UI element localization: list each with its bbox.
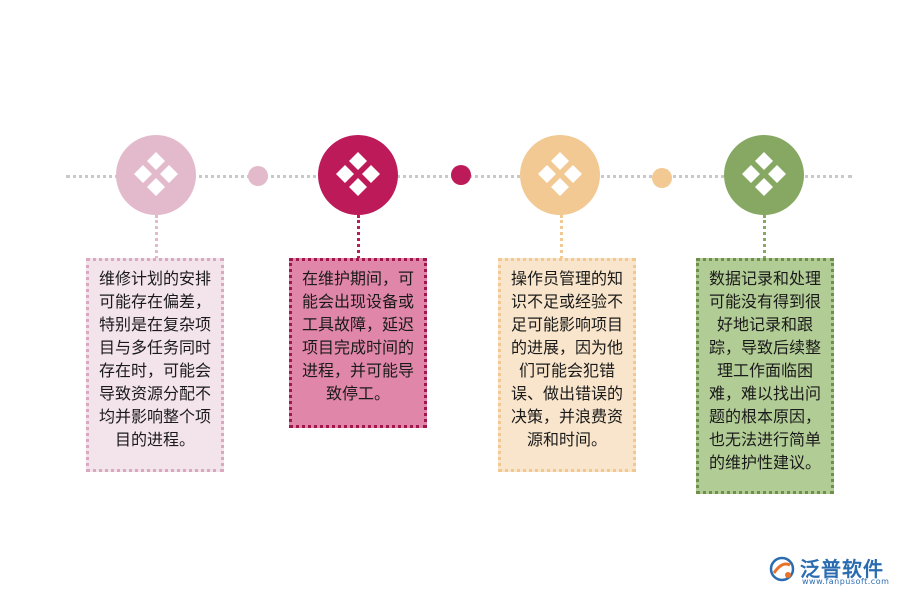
- stage-3-text: 操作员管理的知识不足或经验不足可能影响项目的进展，因为他们可能会犯错误、做出错误…: [510, 269, 623, 449]
- stage-4-card: 数据记录和处理可能没有得到很好地记录和跟踪，导致后续整理工作面临困难，难以找出问…: [696, 258, 834, 494]
- stage-3-connector: [560, 215, 563, 259]
- stage-3-card: 操作员管理的知识不足或经验不足可能影响项目的进展，因为他们可能会犯错误、做出错误…: [498, 258, 636, 472]
- timeline-dot-3: [652, 168, 672, 188]
- stage-2-circle: [318, 135, 398, 215]
- stage-3-circle: [520, 135, 600, 215]
- stage-1-connector: [155, 215, 158, 259]
- diamond-cluster-icon: [538, 152, 582, 196]
- logo-url: www.fanpusoft.com: [802, 577, 890, 586]
- fanpu-logo-icon: [769, 556, 795, 582]
- timeline-dot-2: [451, 165, 471, 185]
- diamond-cluster-icon: [134, 152, 178, 196]
- stage-2-text: 在维护期间，可能会出现设备或工具故障，延迟项目完成时间的进程，并可能导致停工。: [301, 269, 414, 403]
- stage-4-circle: [724, 135, 804, 215]
- stage-4-connector: [763, 215, 766, 259]
- stage-4-text: 数据记录和处理可能没有得到很好地记录和跟踪，导致后续整理工作面临困难，难以找出问…: [708, 269, 821, 472]
- diamond-cluster-icon: [336, 152, 380, 196]
- stage-2-card: 在维护期间，可能会出现设备或工具故障，延迟项目完成时间的进程，并可能导致停工。: [289, 258, 427, 428]
- brand-logo: 泛普软件 www.fanpusoft.com: [768, 553, 892, 589]
- stage-1-circle: [116, 135, 196, 215]
- stage-1-text: 维修计划的安排可能存在偏差，特别是在复杂项目与多任务同时存在时，可能会导致资源分…: [98, 269, 211, 449]
- timeline-dot-1: [248, 166, 268, 186]
- logo-name: 泛普软件: [800, 557, 884, 581]
- stage-2-connector: [357, 215, 360, 259]
- stage-1-card: 维修计划的安排可能存在偏差，特别是在复杂项目与多任务同时存在时，可能会导致资源分…: [86, 258, 224, 472]
- diamond-cluster-icon: [742, 152, 786, 196]
